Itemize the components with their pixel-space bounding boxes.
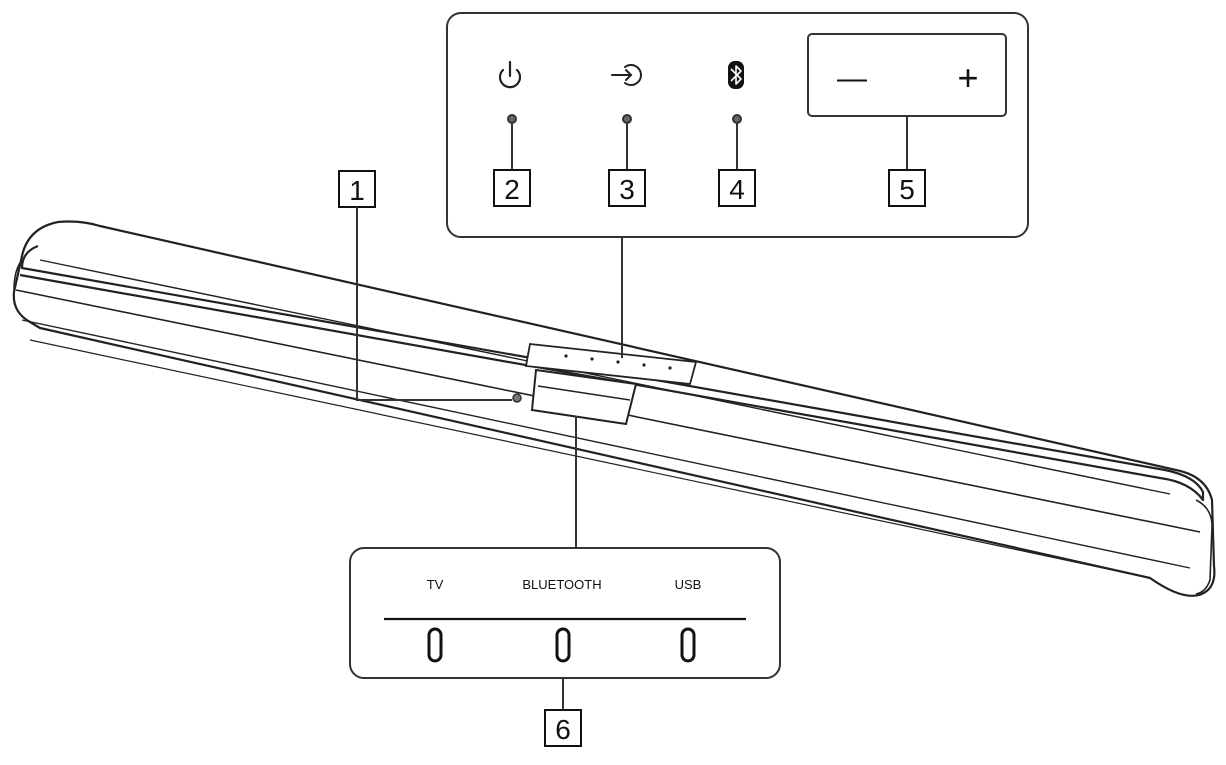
soundbar-right-end xyxy=(1195,499,1213,595)
control-strip xyxy=(524,343,698,385)
soundbar-grille-line xyxy=(29,339,1151,579)
indicator-lamps xyxy=(427,627,696,663)
svg-text:6: 6 xyxy=(555,714,571,745)
soundbar-outline xyxy=(12,220,1216,597)
callout-1-leader xyxy=(356,207,512,401)
front-indicator-window xyxy=(530,368,638,426)
svg-text:5: 5 xyxy=(899,174,915,205)
soundbar-front-line xyxy=(21,319,1191,569)
callout-6: 6 xyxy=(544,709,582,747)
power-icon xyxy=(498,60,522,89)
callout-5: 5 xyxy=(888,169,926,207)
bluetooth-icon xyxy=(728,61,744,89)
bluetooth-indicator-lamp xyxy=(555,627,571,663)
volume-plus-button: + xyxy=(957,57,978,98)
svg-text:3: 3 xyxy=(619,174,635,205)
input-icon xyxy=(611,64,642,86)
tv-indicator-lamp xyxy=(427,627,443,663)
callout-1: 1 xyxy=(338,170,376,208)
soundbar-left-end xyxy=(13,259,23,291)
tv-label: TV xyxy=(427,577,444,592)
svg-text:1: 1 xyxy=(349,175,365,206)
soundbar-top-face xyxy=(19,244,1205,502)
usb-indicator-lamp xyxy=(680,627,696,663)
top-panel-leaders xyxy=(507,114,908,170)
svg-text:4: 4 xyxy=(729,174,745,205)
soundbar-top-rim xyxy=(39,259,1171,495)
usb-label: USB xyxy=(675,577,702,592)
svg-text:2: 2 xyxy=(504,174,520,205)
bluetooth-label: BLUETOOTH xyxy=(522,577,601,592)
indicator-panel xyxy=(349,547,781,679)
soundbar-body xyxy=(12,220,1216,597)
callout-2: 2 xyxy=(493,169,531,207)
callout-3: 3 xyxy=(608,169,646,207)
callout-4: 4 xyxy=(718,169,756,207)
callout-1-dot xyxy=(512,393,522,403)
volume-minus-button: — xyxy=(837,62,867,95)
